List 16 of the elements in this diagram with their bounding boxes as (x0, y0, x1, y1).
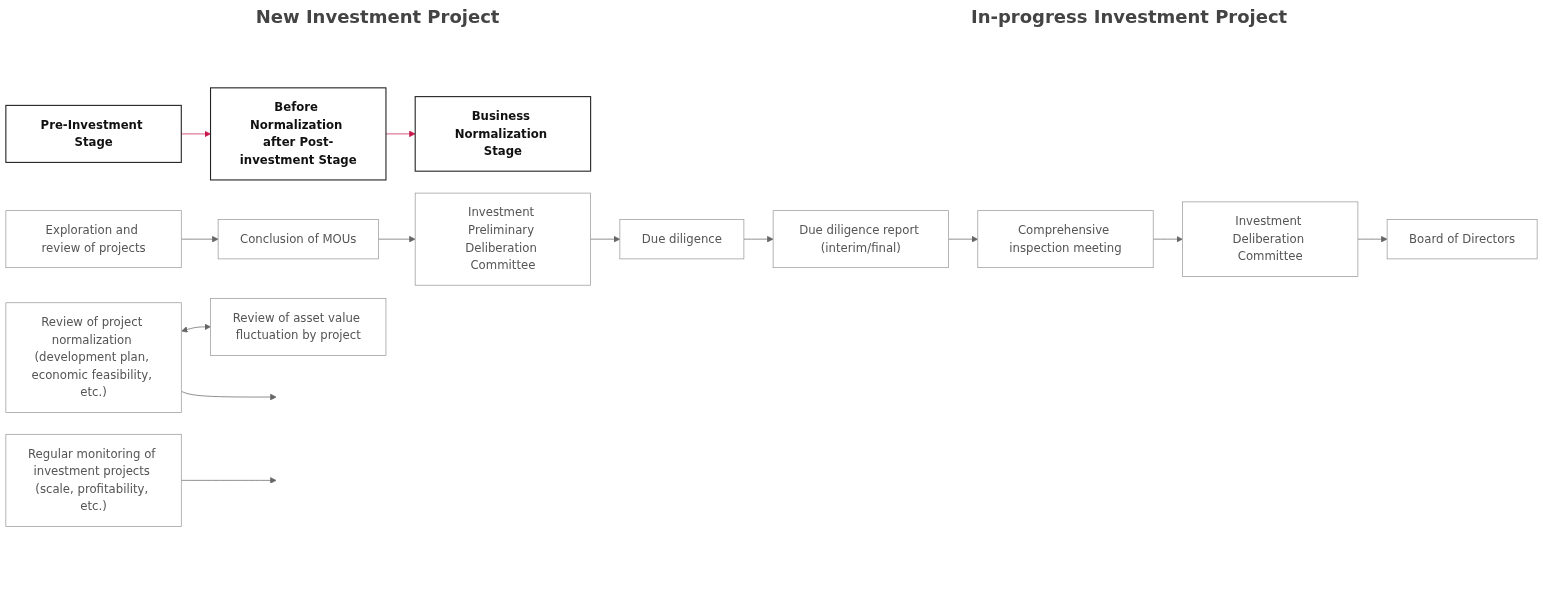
node-box: Board of Directors (1386, 218, 1538, 260)
node-box: Before Normalization after Post-investment Stage (210, 87, 387, 181)
node-box: Review of project normalization (development plan, economic feasibility, etc.) (5, 302, 182, 413)
node-box: Investment Preliminary Deliberation Committee (414, 192, 591, 286)
node-box: Comprehensive inspection meeting (977, 210, 1154, 268)
node-box: Exploration and review of projects (5, 210, 182, 268)
section-heading: New Investment Project (255, 6, 500, 27)
node-box: Investment Deliberation Committee (1182, 201, 1359, 277)
node-box: Regular monitoring of investment projects (scale, profitability, etc.) (5, 433, 182, 527)
node-box: Review of asset value fluctuation by project (210, 297, 387, 356)
node-box: Business Normalization Stage (414, 95, 592, 172)
section-heading: In-progress Investment Project (970, 6, 1288, 27)
node-box: Due diligence (619, 218, 745, 260)
node-box: Conclusion of MOUs (217, 218, 379, 260)
node-box: Pre-Investment Stage (5, 104, 182, 163)
node-box: Due diligence report (interim/final) (772, 210, 949, 268)
